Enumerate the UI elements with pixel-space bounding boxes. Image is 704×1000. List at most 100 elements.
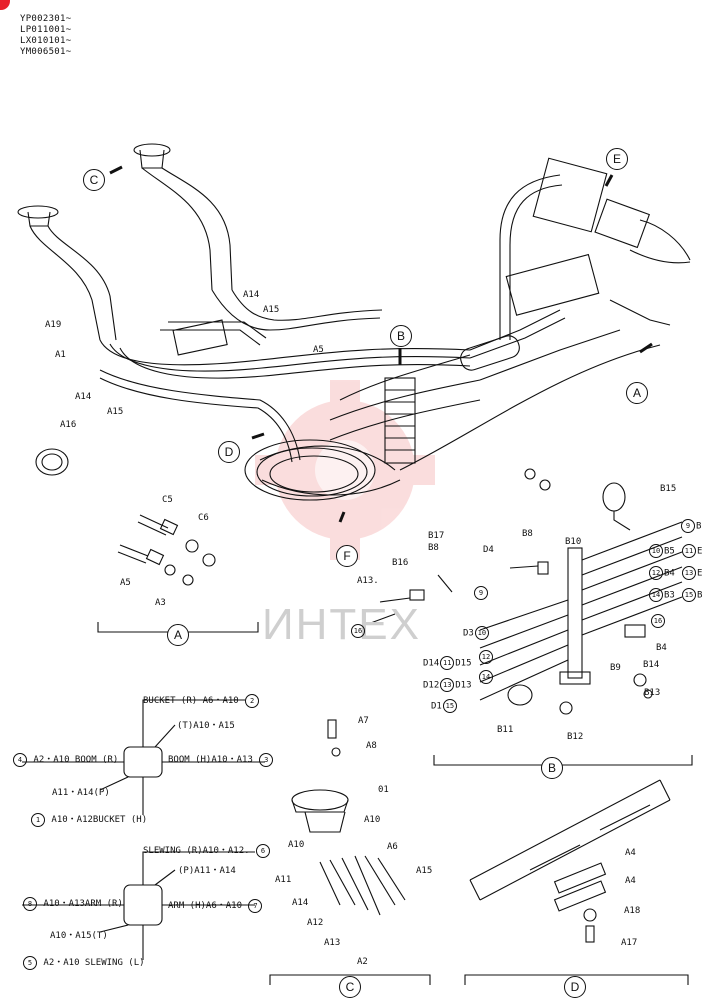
part-label: C6	[198, 513, 209, 523]
part-label: B14	[643, 660, 660, 670]
part-label: A17	[621, 938, 638, 948]
part-label: B8	[428, 543, 439, 553]
part-label: A14	[292, 898, 309, 908]
pattern-label: 8 A10・A13ARM (R)	[22, 896, 123, 911]
watermark: ИНТЕХ	[262, 600, 421, 649]
part-label: A5	[120, 578, 131, 588]
part-label: A11	[275, 875, 292, 885]
part-label: A7	[358, 716, 369, 726]
section-c-label: C	[339, 976, 361, 998]
part-label: A6	[387, 842, 398, 852]
part-label: 01	[378, 785, 389, 795]
detail-b	[367, 468, 693, 766]
pattern-label: 4 A2・A10 BOOM (R)	[12, 752, 118, 767]
detail-d	[464, 779, 689, 985]
part-label: A19	[45, 320, 62, 330]
part-label: A18	[624, 906, 641, 916]
view-a-marker: A	[626, 382, 648, 404]
serial-number: LP011001~	[20, 25, 72, 35]
pattern-label: BOOM (H)A10・A13 3	[168, 752, 274, 767]
part-label: A4	[625, 876, 636, 886]
part-label: C5	[162, 495, 173, 505]
part-label: 16	[350, 624, 366, 638]
part-label: A1	[55, 350, 66, 360]
part-label: A10	[288, 840, 305, 850]
main-hose-bundle	[99, 174, 671, 501]
right-joystick-hose	[133, 143, 233, 291]
part-label: 14	[478, 670, 494, 684]
part-label: A13.	[357, 576, 379, 586]
part-label: A15	[416, 866, 433, 876]
part-label: A15	[107, 407, 124, 417]
view-c-marker: C	[83, 169, 105, 191]
pattern-label: ARM (H)A6・A10 7	[168, 898, 263, 913]
pattern-label: SLEWING (R)A10・A12. 6	[143, 843, 271, 858]
pattern-label: BUCKET (R) A6・A10 2	[143, 693, 260, 708]
pattern-label: A11・A14(P)	[52, 788, 110, 798]
view-f-marker: F	[336, 545, 358, 567]
left-joystick-hose	[17, 205, 117, 341]
section-a-label: A	[167, 624, 189, 646]
pattern-label: 1 A10・A12BUCKET (H)	[30, 812, 147, 827]
part-label: D4	[483, 545, 494, 555]
control-valve-assembly	[505, 157, 691, 316]
view-b-marker: B	[390, 325, 412, 347]
part-label: B12	[567, 732, 584, 742]
part-label: A10	[364, 815, 381, 825]
serial-number: YP002301~	[20, 14, 72, 24]
part-label: B10	[565, 537, 582, 547]
part-label: 9	[473, 586, 489, 600]
serial-number: LX010101~	[20, 36, 72, 46]
part-label: B8	[522, 529, 533, 539]
pattern-box-1	[22, 699, 265, 815]
pattern-label: A10・A15(T)	[50, 931, 108, 941]
view-e-marker: E	[606, 148, 628, 170]
valve-block-top	[384, 377, 416, 464]
part-label: A12	[307, 918, 324, 928]
part-label: A14	[243, 290, 260, 300]
part-label: B11	[497, 725, 514, 735]
part-label: B17	[428, 531, 445, 541]
part-label: A14	[75, 392, 92, 402]
part-label: A5	[313, 345, 324, 355]
part-label: A2	[357, 957, 368, 967]
accumulator	[460, 335, 520, 371]
part-label: A15	[263, 305, 280, 315]
pattern-label: (T)A10・A15	[177, 721, 235, 731]
view-d-marker: D	[218, 441, 240, 463]
part-label: B4	[656, 643, 667, 653]
part-label: B9	[610, 663, 621, 673]
pattern-label: (P)A11・A14	[178, 866, 236, 876]
section-b-label: B	[541, 757, 563, 779]
part-label: 12	[478, 650, 494, 664]
part-label: A13	[324, 938, 341, 948]
part-label: B13	[644, 688, 661, 698]
part-label: A16	[60, 420, 77, 430]
detail-c	[269, 719, 431, 985]
section-d-label: D	[564, 976, 586, 998]
part-label: 16	[650, 614, 666, 628]
serial-number: YM006501~	[20, 47, 72, 57]
part-label: A3	[155, 598, 166, 608]
junction-manifold	[172, 319, 228, 356]
pattern-label: 5 A2・A10 SLEWING (L)	[22, 955, 145, 970]
part-label: B15	[660, 484, 677, 494]
part-label: A4	[625, 848, 636, 858]
corner-marker	[0, 0, 10, 10]
part-label: A8	[366, 741, 377, 751]
detail-a	[97, 514, 259, 633]
part-label: B16	[392, 558, 409, 568]
hose-clamp	[35, 448, 69, 476]
